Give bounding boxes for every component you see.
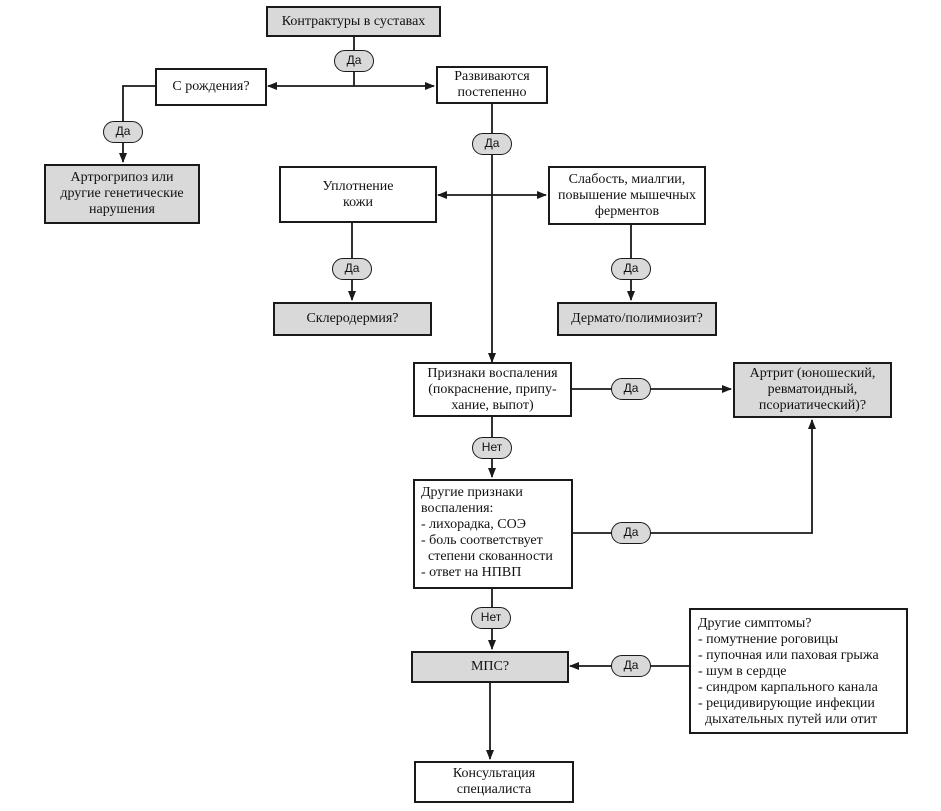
node-dermatomyositis: Дермато/полимиозит? [557, 302, 717, 336]
pill-yes-skin: Да [332, 258, 372, 280]
node-arthrogryposis: Артрогрипоз или другие генетические нару… [44, 164, 200, 224]
node-weakness-label: Слабость, миалгии, повышение мышечных фе… [557, 171, 697, 219]
node-mps: МПС? [411, 651, 569, 683]
node-other-symptoms-item: - синдром карпального канала [698, 680, 878, 695]
node-other-inflammation-item: - боль соответствует степени скованности [421, 533, 553, 564]
pill-yes-contractures: Да [334, 50, 374, 72]
node-from-birth-label: С рождения? [172, 79, 250, 94]
connector-other-arthritis [573, 419, 816, 534]
node-other-symptoms-item: - рецидивирующие инфекции дыхательных пу… [698, 696, 878, 727]
node-other-inflammation-item: - ответ на НПВП [421, 565, 522, 580]
pill-yes-symptoms: Да [611, 655, 651, 677]
node-other-inflammation: Другие признаки воспаления: - лихорадка,… [413, 479, 573, 589]
node-skin-thickening-label: Уплотнение кожи [322, 178, 394, 210]
node-contractures: Контрактуры в суставах [266, 6, 441, 37]
node-weakness: Слабость, миалгии, повышение мышечных фе… [548, 166, 706, 225]
node-inflammation-label: Признаки воспаления (покраснение, припу-… [427, 365, 558, 413]
node-contractures-label: Контрактуры в суставах [281, 13, 426, 29]
node-consultation-label: Консультация специалиста [452, 766, 536, 797]
node-other-symptoms-item: - пупочная или паховая грыжа [698, 648, 879, 663]
pill-no-other-inflammation: Нет [471, 607, 511, 629]
pill-yes-other-inflammation: Да [611, 522, 651, 544]
node-scleroderma-label: Склеродермия? [306, 311, 399, 326]
node-other-symptoms-item: - помутнение роговицы [698, 632, 839, 647]
node-other-inflammation-item: - лихорадка, СОЭ [421, 517, 526, 532]
pill-no-inflammation: Нет [472, 437, 512, 459]
node-gradual-label: Развиваются постепенно [454, 69, 530, 100]
node-other-symptoms-title: Другие симптомы? [698, 616, 812, 631]
node-dermatomyositis-label: Дермато/полимиозит? [571, 311, 703, 326]
node-mps-label: МПС? [470, 659, 510, 674]
pill-yes-weakness: Да [611, 258, 651, 280]
pill-yes-gradual: Да [472, 133, 512, 155]
node-inflammation: Признаки воспаления (покраснение, припу-… [413, 362, 572, 417]
node-arthritis: Артрит (юношеский, ревматоидный, псориат… [733, 362, 892, 418]
node-other-symptoms: Другие симптомы? - помутнение роговицы -… [689, 608, 908, 734]
node-from-birth: С рождения? [155, 68, 267, 106]
node-arthritis-label: Артрит (юношеский, ревматоидный, псориат… [749, 366, 876, 413]
node-gradual: Развиваются постепенно [436, 66, 548, 104]
pill-yes-from-birth: Да [103, 121, 143, 143]
node-scleroderma: Склеродермия? [273, 302, 432, 336]
node-arthrogryposis-label: Артрогрипоз или другие генетические нару… [60, 170, 184, 217]
node-consultation: Консультация специалиста [414, 761, 574, 803]
node-other-inflammation-title: Другие признаки воспаления: [421, 485, 523, 516]
pill-yes-inflammation: Да [611, 378, 651, 400]
node-other-symptoms-item: - шум в сердце [698, 664, 787, 679]
node-skin-thickening: Уплотнение кожи [279, 166, 437, 223]
